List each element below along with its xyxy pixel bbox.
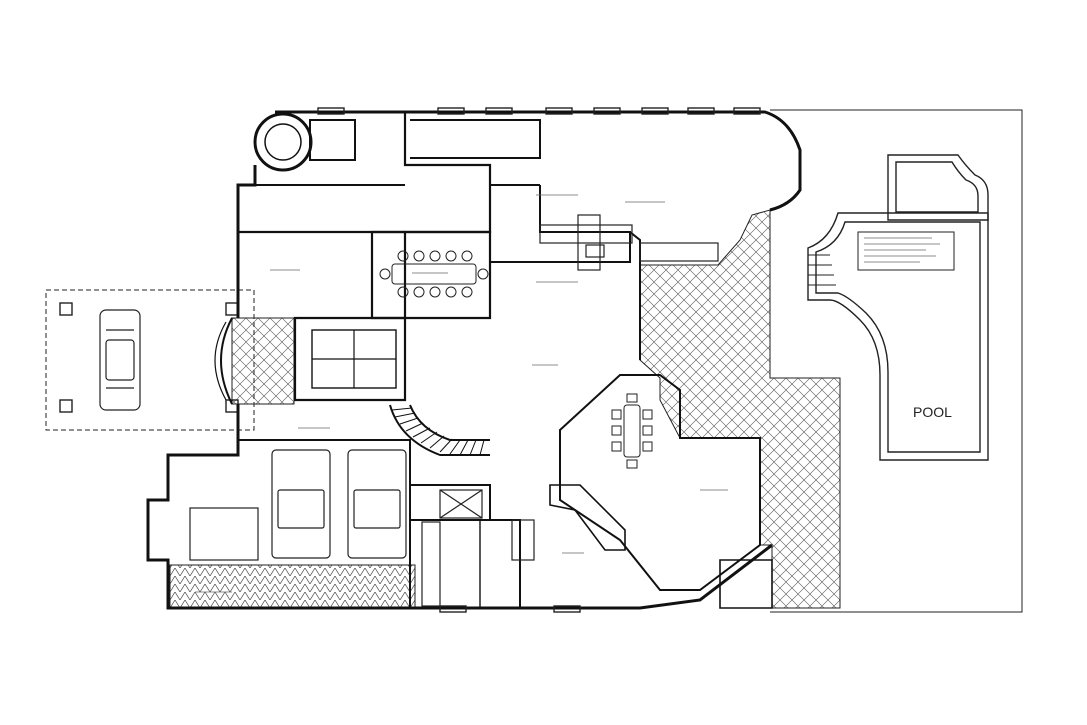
pool-label: POOL — [913, 404, 952, 420]
garage-cars — [189, 449, 407, 561]
kitchen-counters — [421, 214, 719, 607]
dining-table-right — [611, 393, 653, 469]
lanai-hatch — [169, 209, 841, 610]
dining-table-left — [379, 250, 489, 298]
pool-area — [807, 154, 989, 461]
house-walls — [146, 110, 802, 610]
room-label-marks — [195, 194, 728, 593]
pool-equipment-note — [857, 231, 955, 271]
porte-cochere — [45, 289, 255, 431]
car-icon — [99, 309, 141, 411]
staircase — [389, 404, 490, 456]
site-boundary — [770, 109, 1023, 613]
windows-top — [317, 107, 761, 613]
